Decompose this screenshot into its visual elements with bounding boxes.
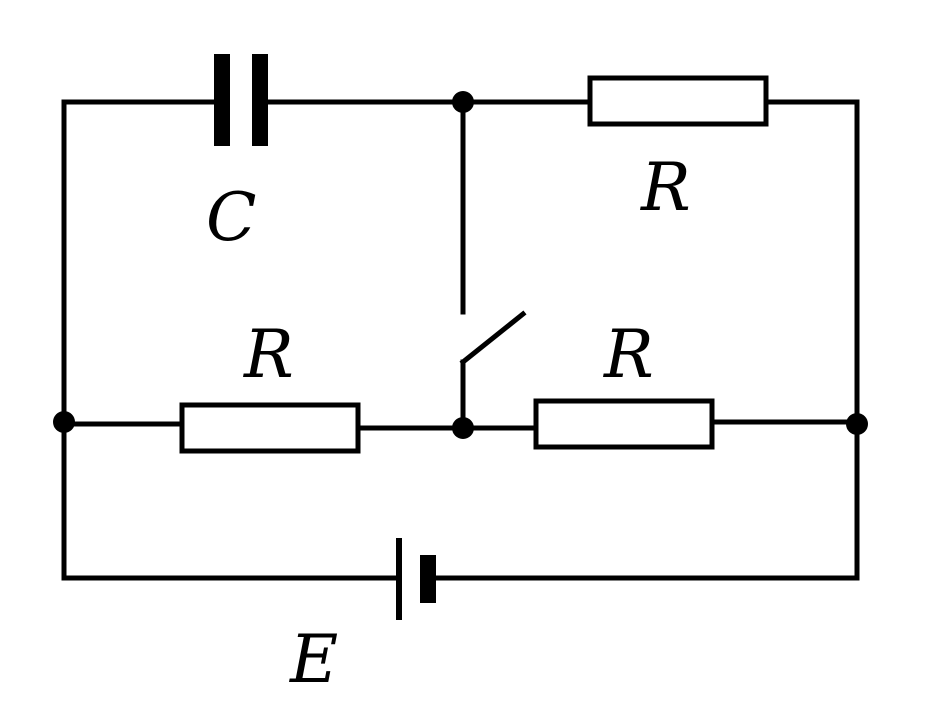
label-resistor-right: R bbox=[603, 316, 654, 393]
label-resistor-left: R bbox=[243, 316, 294, 393]
battery-short-plate bbox=[420, 555, 436, 603]
label-battery: E bbox=[289, 621, 338, 698]
switch-lever bbox=[459, 310, 527, 366]
capacitor-plate-left bbox=[214, 54, 230, 146]
junction-node-left bbox=[53, 411, 75, 433]
capacitor-plate-right bbox=[252, 54, 268, 146]
label-capacitor: C bbox=[206, 179, 257, 256]
switch bbox=[459, 310, 527, 430]
junction-node-top bbox=[452, 91, 474, 113]
capacitor bbox=[214, 54, 268, 146]
junction-node-center bbox=[452, 417, 474, 439]
junction-node-right bbox=[846, 413, 868, 435]
battery bbox=[396, 538, 436, 620]
resistor-top bbox=[587, 75, 769, 127]
battery-long-plate bbox=[396, 538, 402, 620]
resistor-left bbox=[179, 402, 361, 454]
label-resistor-top: R bbox=[640, 149, 691, 226]
resistor-right bbox=[533, 398, 715, 450]
